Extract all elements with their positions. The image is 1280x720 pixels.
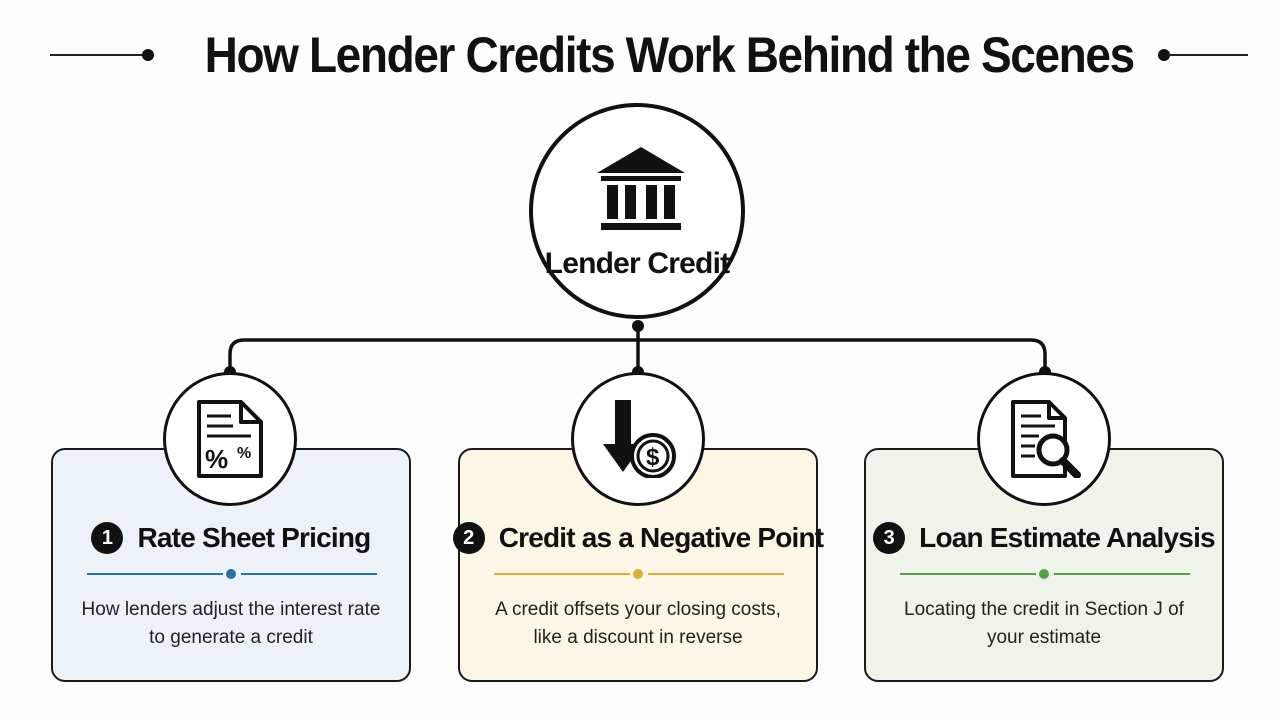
step-card-rate-sheet-pricing: 1 Rate Sheet Pricing How lenders adjust … [51, 448, 411, 682]
card-divider-left [900, 573, 1036, 575]
card-heading: 1 Rate Sheet Pricing [53, 522, 409, 554]
card-divider-left [87, 573, 223, 575]
card-heading: 2 Credit as a Negative Point [452, 522, 824, 554]
bank-icon [597, 147, 685, 230]
card-divider-right [1054, 573, 1190, 575]
lender-credit-hub: Lender Credit [529, 103, 745, 319]
card-divider-left [494, 573, 630, 575]
step-number-badge: 1 [91, 522, 124, 554]
step-number-badge: 3 [873, 522, 906, 554]
loan-estimate-icon-badge [977, 372, 1111, 506]
card-description: A credit offsets your closing costs, lik… [495, 599, 781, 648]
card-title: Credit as a Negative Point [498, 522, 824, 553]
connector-branch-left [228, 338, 638, 372]
card-divider-dot [633, 569, 643, 579]
step-number-badge: 2 [452, 522, 485, 554]
card-divider-dot [1039, 569, 1049, 579]
rate-sheet-icon-badge: % % [163, 372, 297, 506]
down-arrow-dollar-icon: $ [603, 400, 676, 478]
card-divider-right [648, 573, 784, 575]
card-description: How lenders adjust the interest rate to … [81, 599, 381, 648]
title-row: How Lender Credits Work Behind the Scene… [0, 22, 1280, 88]
svg-text:$: $ [646, 444, 660, 471]
document-magnifier-icon [1011, 400, 1081, 478]
page-title: How Lender Credits Work Behind the Scene… [204, 27, 1136, 83]
rate-sheet-percent-icon: % % [197, 400, 263, 478]
card-heading: 3 Loan Estimate Analysis [866, 522, 1222, 554]
connector-node-hub [632, 320, 644, 332]
connector-branch-right [638, 338, 1047, 372]
hub-label: Lender Credit [544, 247, 730, 280]
card-divider-dot [226, 569, 236, 579]
card-title: Rate Sheet Pricing [137, 522, 371, 553]
svg-text:%: % [205, 444, 228, 474]
title-rule-left [50, 54, 145, 56]
svg-text:%: % [237, 445, 251, 462]
card-divider-right [241, 573, 377, 575]
card-title: Loan Estimate Analysis [919, 522, 1216, 553]
title-rule-right [1168, 54, 1248, 56]
title-dot-left [142, 49, 154, 61]
card-description: Locating the credit in Section J of your… [904, 599, 1184, 648]
negative-point-icon-badge: $ [571, 372, 705, 506]
title-dot-right [1158, 49, 1170, 61]
